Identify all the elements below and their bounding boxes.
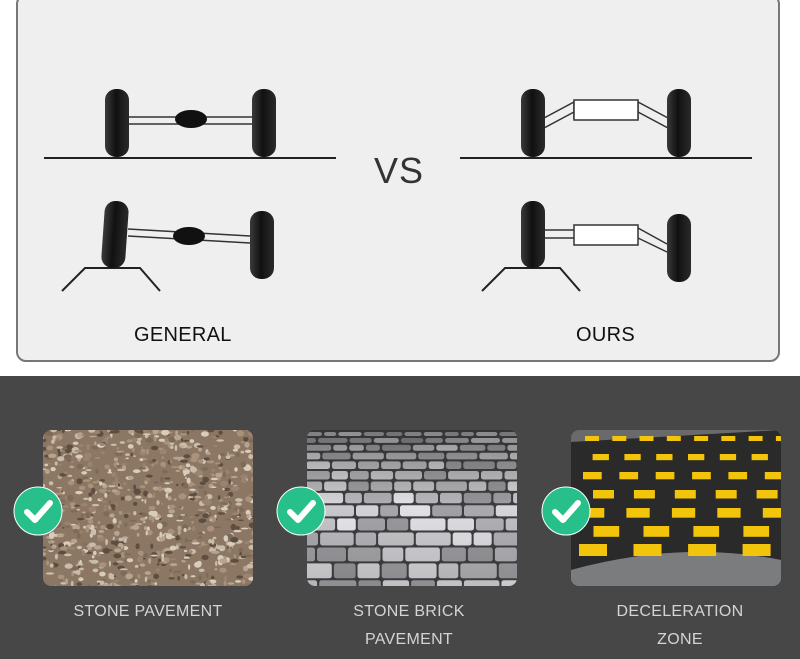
comparison-panel: VS GENERAL OURS <box>16 0 780 362</box>
general-axle-bump <box>61 200 274 292</box>
general-label: GENERAL <box>134 324 232 346</box>
wheel-icon <box>667 89 691 157</box>
wheel-icon <box>105 89 129 157</box>
wheel-icon <box>521 201 545 268</box>
axle-diagram <box>44 89 752 292</box>
surface-caption-line1: STONE BRICK <box>353 603 465 620</box>
wheel-icon <box>667 214 691 282</box>
check-icon <box>541 486 591 536</box>
surface-caption-line1: STONE PAVEMENT <box>73 603 223 620</box>
stone-pavement-photo <box>43 430 253 586</box>
wheel-icon <box>101 200 129 269</box>
surface-caption: STONE BRICK PAVEMENT <box>299 598 519 654</box>
ours-label: OURS <box>576 324 635 346</box>
surface-caption-line2: PAVEMENT <box>364 631 454 648</box>
vs-label: VS <box>374 150 425 191</box>
surface-caption-line1: DECELERATION <box>616 603 744 620</box>
surface-caption: DECELERATION ZONE <box>570 598 790 654</box>
comparison-frame <box>16 0 780 362</box>
surfaces-panel: STONE PAVEMENT STONE BRICK PAVEMENT DECE… <box>0 376 800 659</box>
wheel-icon <box>521 89 545 157</box>
wheel-icon <box>252 89 276 157</box>
deceleration-zone-photo <box>571 430 781 586</box>
surface-caption: STONE PAVEMENT <box>38 598 258 626</box>
wheel-icon <box>250 211 274 279</box>
check-icon <box>13 486 63 536</box>
ours-axle-bump <box>481 201 691 292</box>
stone-brick-photo <box>307 430 517 586</box>
general-axle-flat <box>44 89 336 159</box>
ours-axle-flat <box>460 89 752 159</box>
surface-caption-line2: ZONE <box>657 631 703 648</box>
check-icon <box>276 486 326 536</box>
